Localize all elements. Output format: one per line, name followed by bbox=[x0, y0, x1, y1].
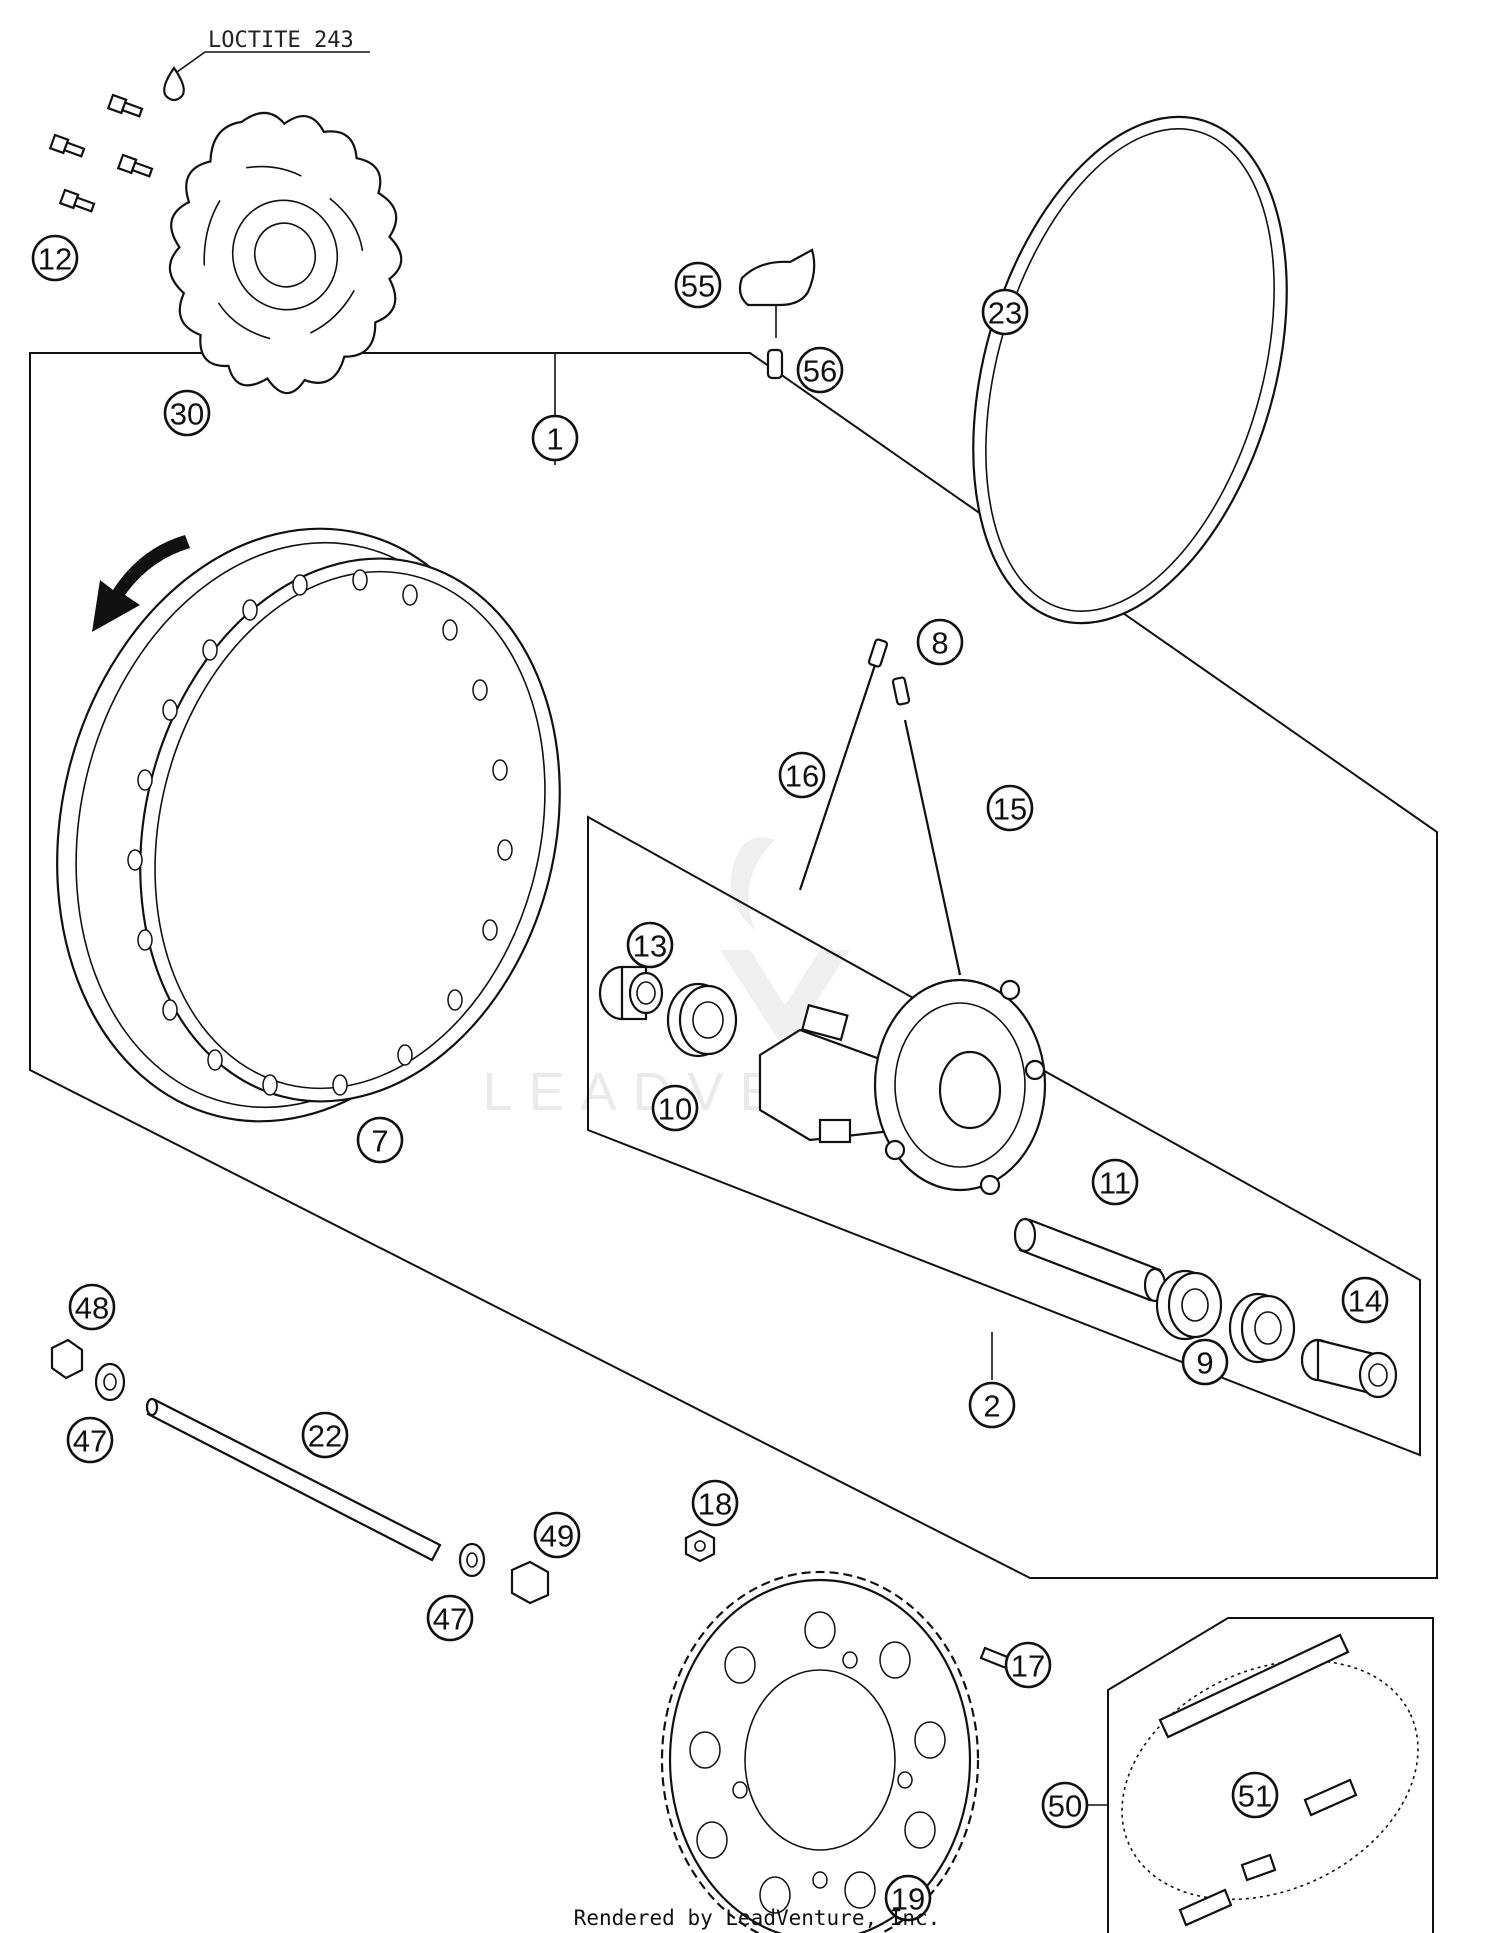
callout-label: 2 bbox=[983, 1389, 1000, 1424]
callout-55: 55 bbox=[674, 261, 722, 309]
callout-label: 30 bbox=[170, 397, 204, 432]
callout-7: 7 bbox=[356, 1116, 404, 1164]
callout-56: 56 bbox=[796, 346, 844, 394]
spacer-tube bbox=[1013, 1217, 1167, 1303]
callout-label: 47 bbox=[73, 1424, 107, 1459]
wheel-assembly-frame bbox=[29, 352, 1438, 1579]
callout-13: 13 bbox=[626, 921, 674, 969]
callout-12: 12 bbox=[31, 234, 79, 282]
chain-kit-frame bbox=[1107, 1617, 1434, 1933]
wheel-rim bbox=[56, 527, 561, 1123]
callout-10: 10 bbox=[651, 1084, 699, 1132]
callout-label: 51 bbox=[1238, 1779, 1272, 1814]
rear-sprocket bbox=[660, 1570, 980, 1933]
callout-label: 48 bbox=[75, 1291, 109, 1326]
callout-47-right: 47 bbox=[426, 1594, 474, 1642]
callout-label: 15 bbox=[993, 792, 1027, 827]
callout-label: 49 bbox=[540, 1519, 574, 1554]
render-credit: Rendered by LeadVenture, Inc. bbox=[574, 1906, 941, 1930]
axle bbox=[145, 1397, 442, 1562]
bearing-left bbox=[666, 982, 738, 1058]
callout-47-left: 47 bbox=[66, 1416, 114, 1464]
callout-label: 12 bbox=[38, 242, 72, 277]
callout-label: 10 bbox=[658, 1092, 692, 1127]
loctite-label: LOCTITE 243 bbox=[208, 28, 354, 53]
brake-disc bbox=[168, 111, 403, 395]
chain bbox=[1121, 1633, 1419, 1927]
valve-core bbox=[766, 348, 784, 380]
callout-label: 23 bbox=[988, 296, 1022, 331]
callout-49: 49 bbox=[533, 1511, 581, 1559]
wheel-hub bbox=[758, 978, 1047, 1196]
callout-50: 50 bbox=[1041, 1781, 1089, 1829]
callout-label: 11 bbox=[1099, 1166, 1131, 1201]
callout-19: 19 bbox=[884, 1874, 932, 1922]
callout-label: 18 bbox=[698, 1487, 732, 1522]
callout-2: 2 bbox=[968, 1381, 1016, 1429]
nut-49 bbox=[510, 1560, 550, 1605]
callout-label: 56 bbox=[803, 354, 837, 389]
callout-label: 19 bbox=[891, 1882, 925, 1917]
callout-9: 9 bbox=[1181, 1338, 1229, 1386]
nut-48 bbox=[50, 1338, 84, 1380]
callout-label: 16 bbox=[785, 759, 819, 794]
rotation-arrow-icon bbox=[92, 535, 190, 632]
callout-23: 23 bbox=[981, 288, 1029, 336]
callout-16: 16 bbox=[778, 751, 826, 799]
callout-18: 18 bbox=[691, 1479, 739, 1527]
callout-label: 13 bbox=[633, 929, 667, 964]
valve-cap bbox=[738, 248, 816, 338]
master-link bbox=[1240, 1853, 1277, 1882]
bearing-right-inner bbox=[1155, 1269, 1223, 1341]
callout-label: 17 bbox=[1011, 1649, 1045, 1684]
washer-47-right bbox=[458, 1542, 486, 1578]
callout-label: 9 bbox=[1196, 1346, 1213, 1381]
callout-label: 50 bbox=[1048, 1789, 1082, 1824]
callout-30: 30 bbox=[163, 389, 211, 437]
spokes bbox=[798, 638, 962, 976]
callout-17: 17 bbox=[1004, 1641, 1052, 1689]
callout-22: 22 bbox=[301, 1411, 349, 1459]
spacer-left bbox=[598, 965, 664, 1021]
callout-14: 14 bbox=[1341, 1276, 1389, 1324]
callout-8: 8 bbox=[916, 618, 964, 666]
callout-51: 51 bbox=[1231, 1771, 1279, 1819]
callout-label: 7 bbox=[371, 1124, 388, 1159]
callout-label: 55 bbox=[681, 269, 715, 304]
callout-label: 1 bbox=[546, 422, 563, 457]
callout-15: 15 bbox=[986, 784, 1034, 832]
callout-48: 48 bbox=[68, 1283, 116, 1331]
callout-label: 14 bbox=[1348, 1284, 1382, 1319]
disc-bolts bbox=[48, 93, 154, 213]
inner-tube bbox=[972, 115, 1288, 625]
loctite-drop-icon bbox=[163, 66, 185, 102]
callout-label: 47 bbox=[433, 1602, 467, 1637]
callout-label: 8 bbox=[931, 626, 948, 661]
hub-assembly-frame bbox=[587, 815, 1421, 1457]
spacer-right bbox=[1300, 1338, 1398, 1399]
callout-label: 22 bbox=[308, 1419, 342, 1454]
callout-11: 11 bbox=[1091, 1158, 1139, 1206]
bearing-right-outer bbox=[1228, 1292, 1296, 1364]
nut-18 bbox=[684, 1529, 716, 1563]
callout-1: 1 bbox=[531, 414, 579, 462]
washer-47-left bbox=[94, 1362, 126, 1402]
